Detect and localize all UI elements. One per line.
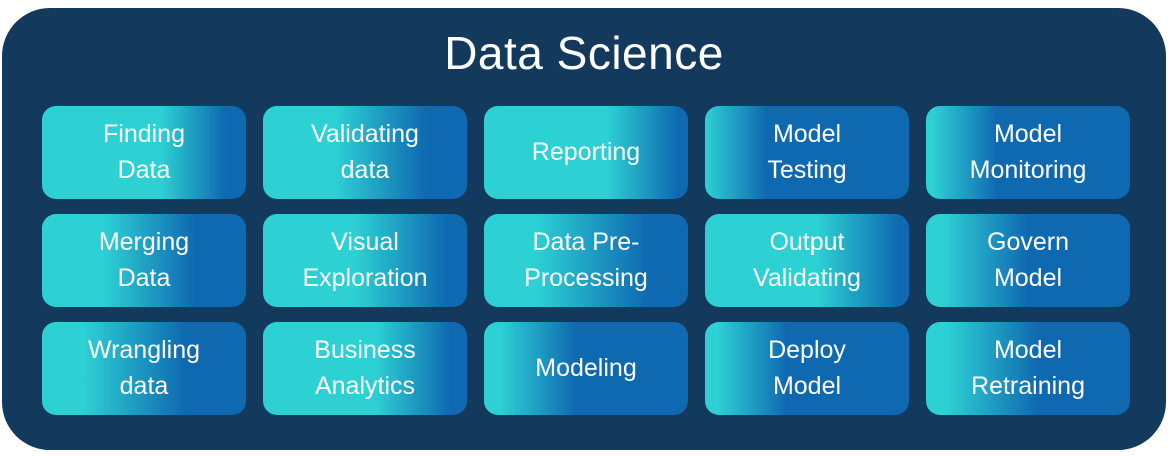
task-box: Validating data (263, 106, 467, 199)
task-label: Model Monitoring (969, 120, 1087, 184)
task-box: Model Testing (705, 106, 909, 199)
task-label: Finding Data (103, 120, 185, 184)
task-label: Output Validating (753, 228, 861, 292)
task-box: Deploy Model (705, 322, 909, 415)
task-label: Merging Data (98, 228, 190, 292)
task-label: Visual Exploration (302, 228, 428, 292)
task-grid: Finding Data Validating data Reporting M… (42, 106, 1130, 415)
task-label: Govern Model (987, 228, 1069, 292)
task-box: Visual Exploration (263, 214, 467, 307)
page-title: Data Science (444, 27, 724, 79)
task-box: Business Analytics (263, 322, 467, 415)
task-box: Data Pre- Processing (484, 214, 688, 307)
task-label: Wrangling data (87, 336, 201, 400)
task-label: Deploy Model (768, 336, 846, 400)
task-box: Reporting (484, 106, 688, 199)
task-box: Merging Data (42, 214, 246, 307)
task-label: Data Pre- Processing (524, 228, 648, 292)
task-box: Govern Model (926, 214, 1130, 307)
diagram-panel: Data Science Finding Data Validating dat… (2, 8, 1166, 450)
task-label: Model Testing (767, 120, 847, 184)
task-box: Wrangling data (42, 322, 246, 415)
task-label: Modeling (535, 353, 637, 382)
task-label: Validating data (311, 120, 419, 184)
task-box: Finding Data (42, 106, 246, 199)
task-box: Output Validating (705, 214, 909, 307)
task-box: Modeling (484, 322, 688, 415)
task-label: Business Analytics (314, 336, 416, 400)
task-box: Model Retraining (926, 322, 1130, 415)
task-label: Reporting (531, 137, 641, 166)
task-box: Model Monitoring (926, 106, 1130, 199)
task-label: Model Retraining (971, 336, 1085, 400)
